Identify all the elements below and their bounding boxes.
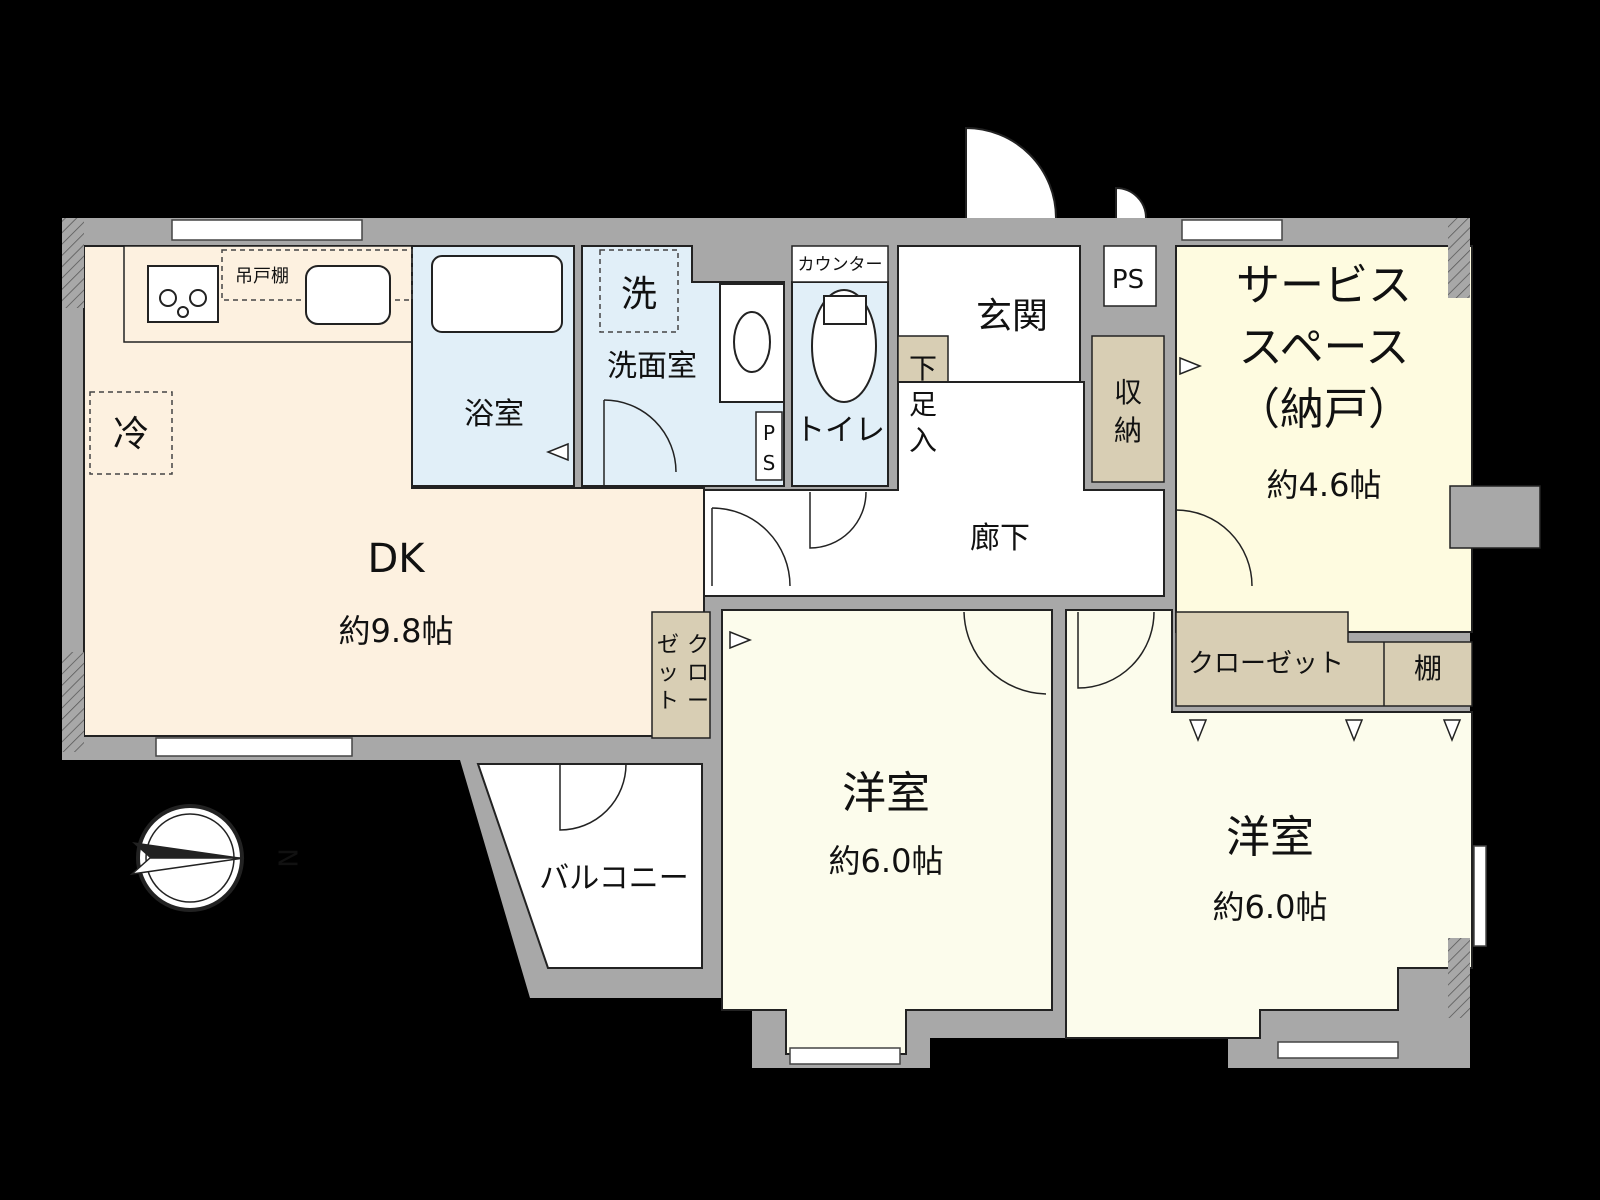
service-line1: サービス xyxy=(1236,260,1412,311)
closet-small-label-6: ト xyxy=(657,689,679,714)
fridge-label: 冷 xyxy=(113,414,149,455)
western1-size: 約6.0帖 xyxy=(829,842,944,880)
service-size: 約4.6帖 xyxy=(1267,466,1382,504)
opening-marker xyxy=(729,630,753,650)
wall-hatch xyxy=(1448,938,1470,1018)
entrance-name: 玄関 xyxy=(976,296,1048,337)
western2-floor xyxy=(1065,609,1473,1039)
balcony-floor xyxy=(476,763,703,969)
washer-outline xyxy=(599,249,679,333)
door-swing xyxy=(559,763,627,831)
shoe-box-label-2: 足 xyxy=(909,388,937,421)
wall-hatch xyxy=(62,218,84,308)
ps-top-label: PS xyxy=(1112,265,1144,295)
ps-wash xyxy=(755,411,783,481)
opening-marker xyxy=(1344,719,1364,743)
window xyxy=(1277,1041,1399,1059)
service-line2: スペース xyxy=(1239,322,1410,373)
western2-name: 洋室 xyxy=(1226,812,1314,863)
storage-label-1: 収 xyxy=(1114,376,1142,409)
closet-small-label-5: ッ xyxy=(657,661,679,686)
shelf-label: 棚 xyxy=(1414,652,1442,685)
compass-label: N xyxy=(272,848,302,867)
closet-small-label-2: ロ xyxy=(687,661,709,686)
stove-icon xyxy=(147,265,219,323)
ps-wash-label-1: P xyxy=(763,421,775,445)
ps-wash-label-2: S xyxy=(763,451,776,475)
balcony-name: バルコニー xyxy=(539,861,688,896)
storage-closet xyxy=(1091,335,1165,483)
shoe-box-label-3: 入 xyxy=(909,424,937,457)
bathtub-icon xyxy=(431,255,563,333)
hallway-name: 廊下 xyxy=(970,521,1030,556)
wash-basin-icon xyxy=(719,283,785,403)
door-swing xyxy=(963,611,1047,695)
opening-marker xyxy=(1442,719,1462,743)
bath-name: 浴室 xyxy=(464,397,524,432)
washroom-name: 洗面室 xyxy=(607,349,697,384)
wall-hatch xyxy=(62,652,84,752)
washer-label: 洗 xyxy=(621,274,657,315)
hallway-floor xyxy=(703,381,1165,597)
dk-name: DK xyxy=(367,536,426,582)
window xyxy=(155,737,353,757)
dk-size: 約9.8帖 xyxy=(339,612,454,650)
counter-strip xyxy=(791,245,889,283)
opening-marker xyxy=(545,442,569,462)
service-line3: （納戸） xyxy=(1236,384,1412,435)
closet-small xyxy=(651,611,711,739)
window xyxy=(789,1047,901,1065)
door-swing xyxy=(603,399,677,473)
pillar xyxy=(1449,485,1541,549)
storage-label-2: 納 xyxy=(1114,414,1142,447)
closet-big xyxy=(1175,611,1473,707)
closet-small-label-1: ク xyxy=(687,633,709,658)
window xyxy=(1181,219,1283,241)
sink-icon xyxy=(305,265,391,325)
toilet-icon xyxy=(811,289,877,403)
opening-marker xyxy=(1179,356,1203,376)
compass-icon xyxy=(129,804,245,912)
door-swing xyxy=(1175,509,1253,587)
ps-door xyxy=(1115,186,1147,219)
toilet-name: トイレ xyxy=(795,413,885,448)
western1-floor xyxy=(721,609,1053,1055)
hanging-shelf-label: 吊戸棚 xyxy=(235,266,289,287)
door-swing xyxy=(809,491,867,549)
counter-label: カウンター xyxy=(798,255,883,275)
door-swing xyxy=(711,507,791,587)
wall-hatch xyxy=(1448,218,1470,298)
opening-marker xyxy=(1188,719,1208,743)
closet-big-label: クローゼット xyxy=(1188,649,1344,679)
closet-small-label-3: ー xyxy=(687,689,709,714)
service-floor xyxy=(1175,245,1473,633)
western1-name: 洋室 xyxy=(842,768,930,819)
western2-size: 約6.0帖 xyxy=(1213,888,1328,926)
door-swing xyxy=(1077,611,1155,689)
shoe-box-label-1: 下 xyxy=(909,352,937,385)
window xyxy=(1473,845,1487,947)
ps-top xyxy=(1103,245,1157,307)
front-door xyxy=(965,126,1057,219)
fridge-outline xyxy=(89,391,173,475)
window xyxy=(171,219,363,241)
closet-small-label-4: ゼ xyxy=(657,633,679,658)
